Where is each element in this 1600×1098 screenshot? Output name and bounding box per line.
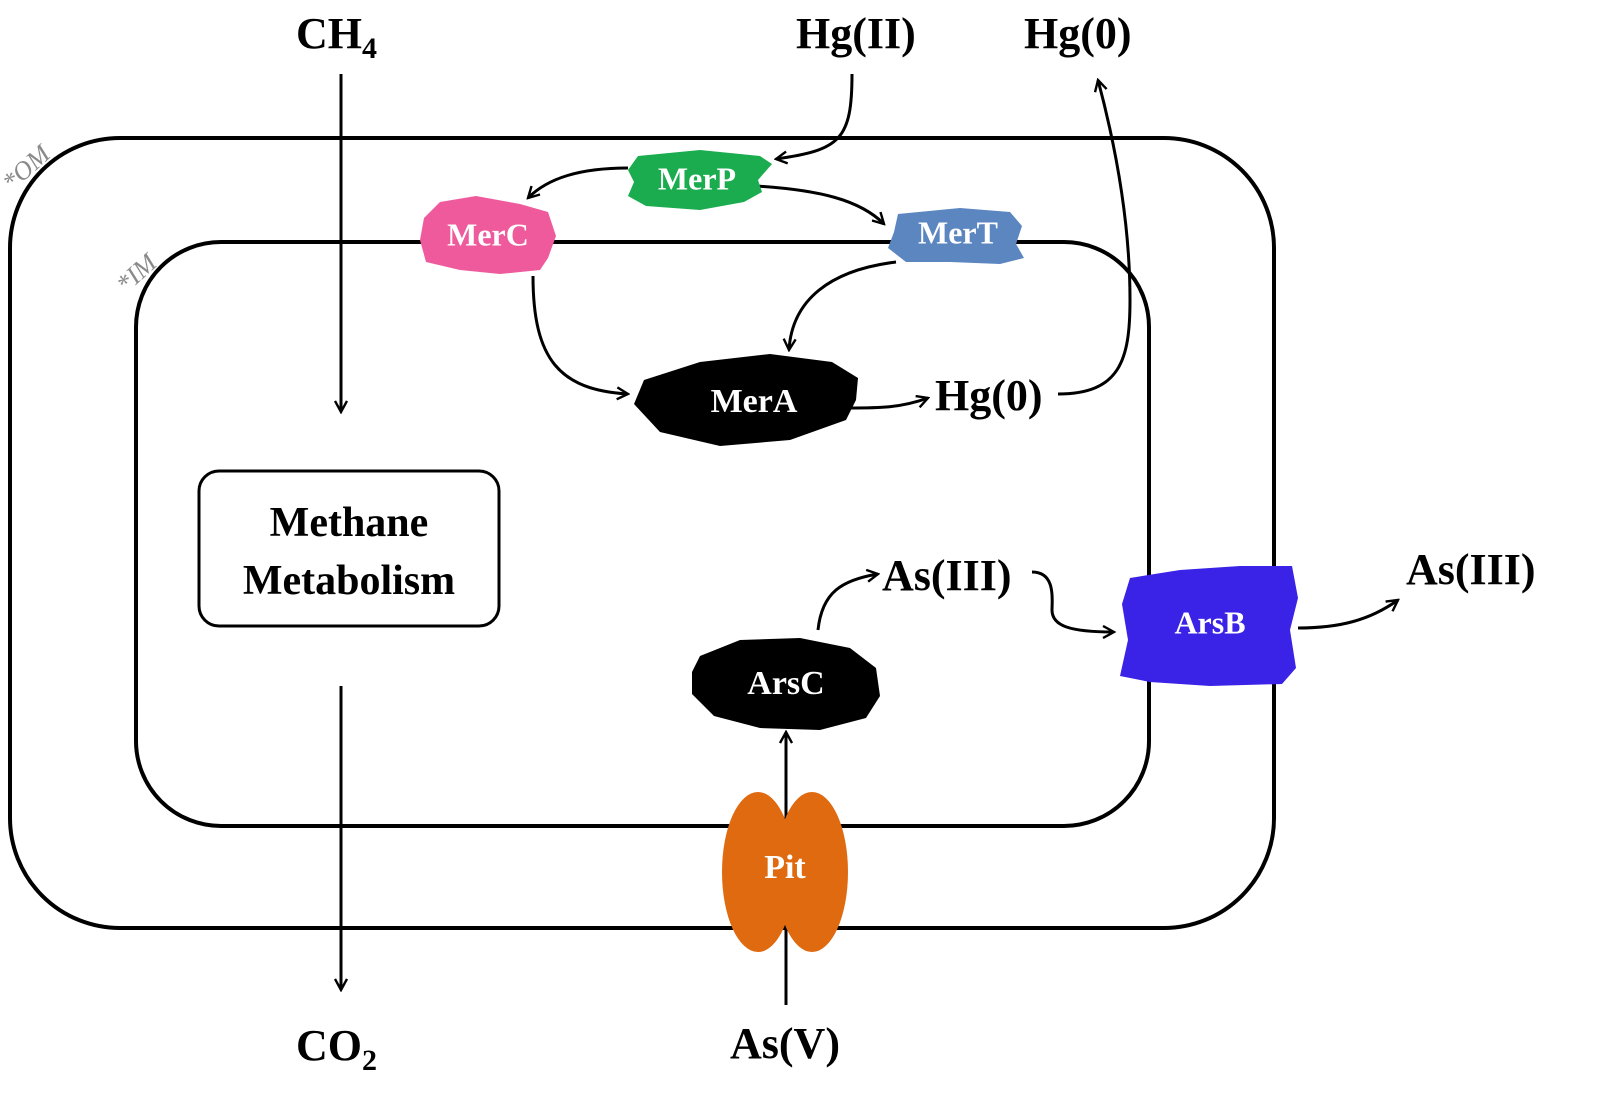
arrow-arsb-to-as3-out bbox=[1297, 600, 1398, 630]
arrow-mert-to-mera bbox=[789, 260, 897, 350]
arrow-merc-to-mera bbox=[531, 275, 628, 394]
hg0-outside-label: Hg(0) bbox=[1024, 9, 1132, 58]
arsb-enzyme: ArsB bbox=[1120, 566, 1298, 686]
as3-outside-label: As(III) bbox=[1406, 545, 1536, 594]
mert-label: MerT bbox=[918, 214, 998, 250]
ch4-label: CH4 bbox=[296, 9, 377, 65]
arsc-shape bbox=[692, 638, 880, 730]
mera-shape bbox=[634, 354, 858, 446]
mert-shape bbox=[888, 208, 1024, 264]
arrow-merp-to-merc bbox=[528, 166, 629, 198]
mert-enzyme: MerT bbox=[888, 208, 1024, 264]
as5-label: As(V) bbox=[730, 1019, 840, 1068]
mera-label: MerA bbox=[711, 383, 798, 420]
arsb-shape bbox=[1120, 566, 1298, 686]
merc-shape bbox=[420, 196, 556, 274]
merp-enzyme: MerP bbox=[628, 150, 772, 210]
arsb-label: ArsB bbox=[1174, 604, 1245, 640]
as3-inside-label: As(III) bbox=[882, 551, 1012, 600]
methane-metabolism-box bbox=[197, 469, 501, 628]
arrow-merp-to-mert bbox=[755, 184, 884, 224]
mera-enzyme: MerA bbox=[634, 354, 858, 446]
pit-right-lobe bbox=[776, 792, 848, 952]
arrow-hg0-export bbox=[1057, 80, 1132, 396]
inner-membrane bbox=[134, 240, 1151, 828]
arrow-mera-to-hg0 bbox=[847, 398, 928, 410]
merp-label: MerP bbox=[658, 160, 736, 196]
arsc-label: ArsC bbox=[747, 665, 824, 702]
methane-metabolism-line1: Methane bbox=[270, 500, 429, 546]
pit-label: Pit bbox=[764, 849, 806, 886]
hg2-label: Hg(II) bbox=[796, 9, 916, 58]
arrow-as3-to-arsb bbox=[1031, 570, 1114, 632]
arrow-hg2-to-merp bbox=[776, 73, 854, 159]
merp-shape bbox=[628, 150, 772, 210]
arrow-arsc-to-as3 bbox=[816, 574, 878, 631]
pit-transporter: Pit bbox=[722, 792, 848, 952]
pit-left-lobe bbox=[722, 792, 794, 952]
merc-label: MerC bbox=[447, 216, 529, 252]
outer-membrane bbox=[8, 136, 1276, 930]
hg0-inside-label: Hg(0) bbox=[935, 371, 1043, 420]
inner-membrane-label: *IM bbox=[111, 247, 164, 298]
co2-label: CO2 bbox=[296, 1021, 377, 1077]
methane-metabolism-line2: Metabolism bbox=[243, 558, 455, 604]
merc-enzyme: MerC bbox=[420, 196, 556, 274]
arsc-enzyme: ArsC bbox=[692, 638, 880, 730]
